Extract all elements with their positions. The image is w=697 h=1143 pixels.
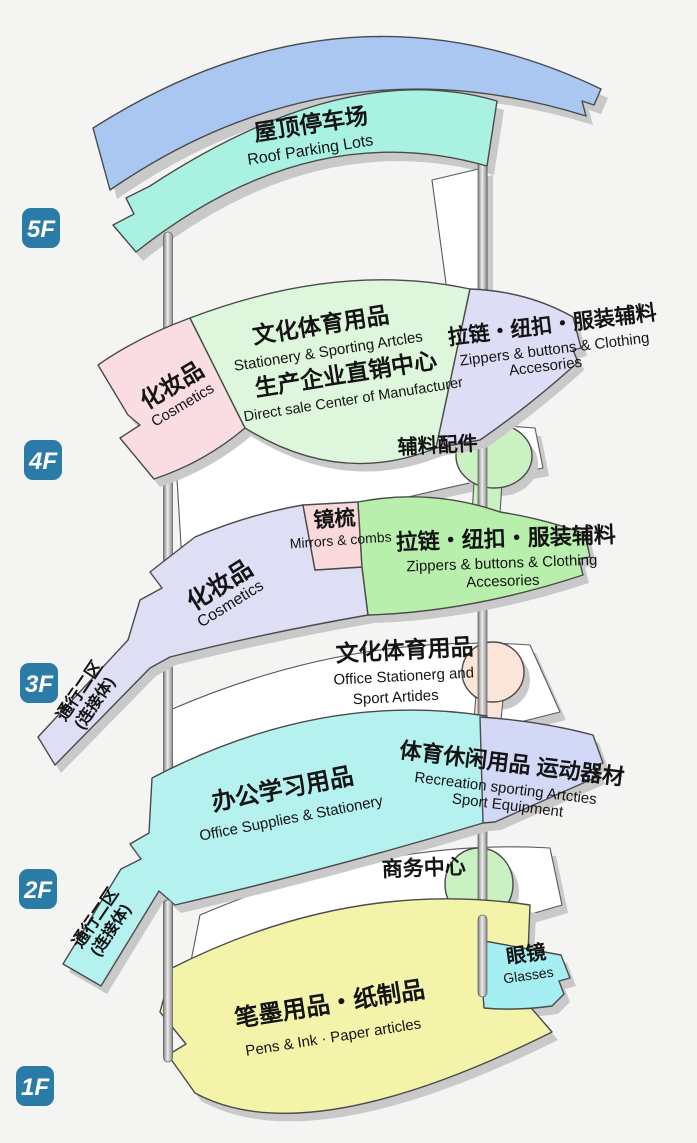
f3-zippers-label-en2: Accesories <box>466 572 540 592</box>
floor-badge-1f: 1F <box>16 1066 54 1106</box>
f3-office-stationery-label-en2: Sport Artides <box>352 687 439 708</box>
floor-badge-5f: 5F <box>22 208 60 248</box>
floor-badge-4f: 4F <box>24 440 62 480</box>
f3-mirrors-label-en: Mirrors & combs <box>289 528 392 551</box>
f3-mirrors-label-zh: 镜梳 <box>313 506 357 533</box>
floor-badge-1f-label: 1F <box>21 1074 50 1101</box>
f3-zippers-label-en1: Zippers & buttons & Clothing <box>406 552 597 576</box>
floor-badge-4f-label: 4F <box>28 448 58 475</box>
floor-badge-3f: 3F <box>20 663 58 703</box>
floor-badge-3f-label: 3F <box>25 671 54 698</box>
f1-glasses-label-en: Glasses <box>502 964 554 987</box>
accessories-node-label: 辅料配件 <box>397 431 478 459</box>
left-support-pole-front <box>163 899 173 1063</box>
right-support-pole-front <box>477 914 488 998</box>
floor-badge-5f-label: 5F <box>27 216 56 243</box>
business-center-label: 商务中心 <box>381 855 466 882</box>
floor-badge-2f: 2F <box>19 869 57 909</box>
floor-badge-2f-label: 2F <box>23 877 53 904</box>
